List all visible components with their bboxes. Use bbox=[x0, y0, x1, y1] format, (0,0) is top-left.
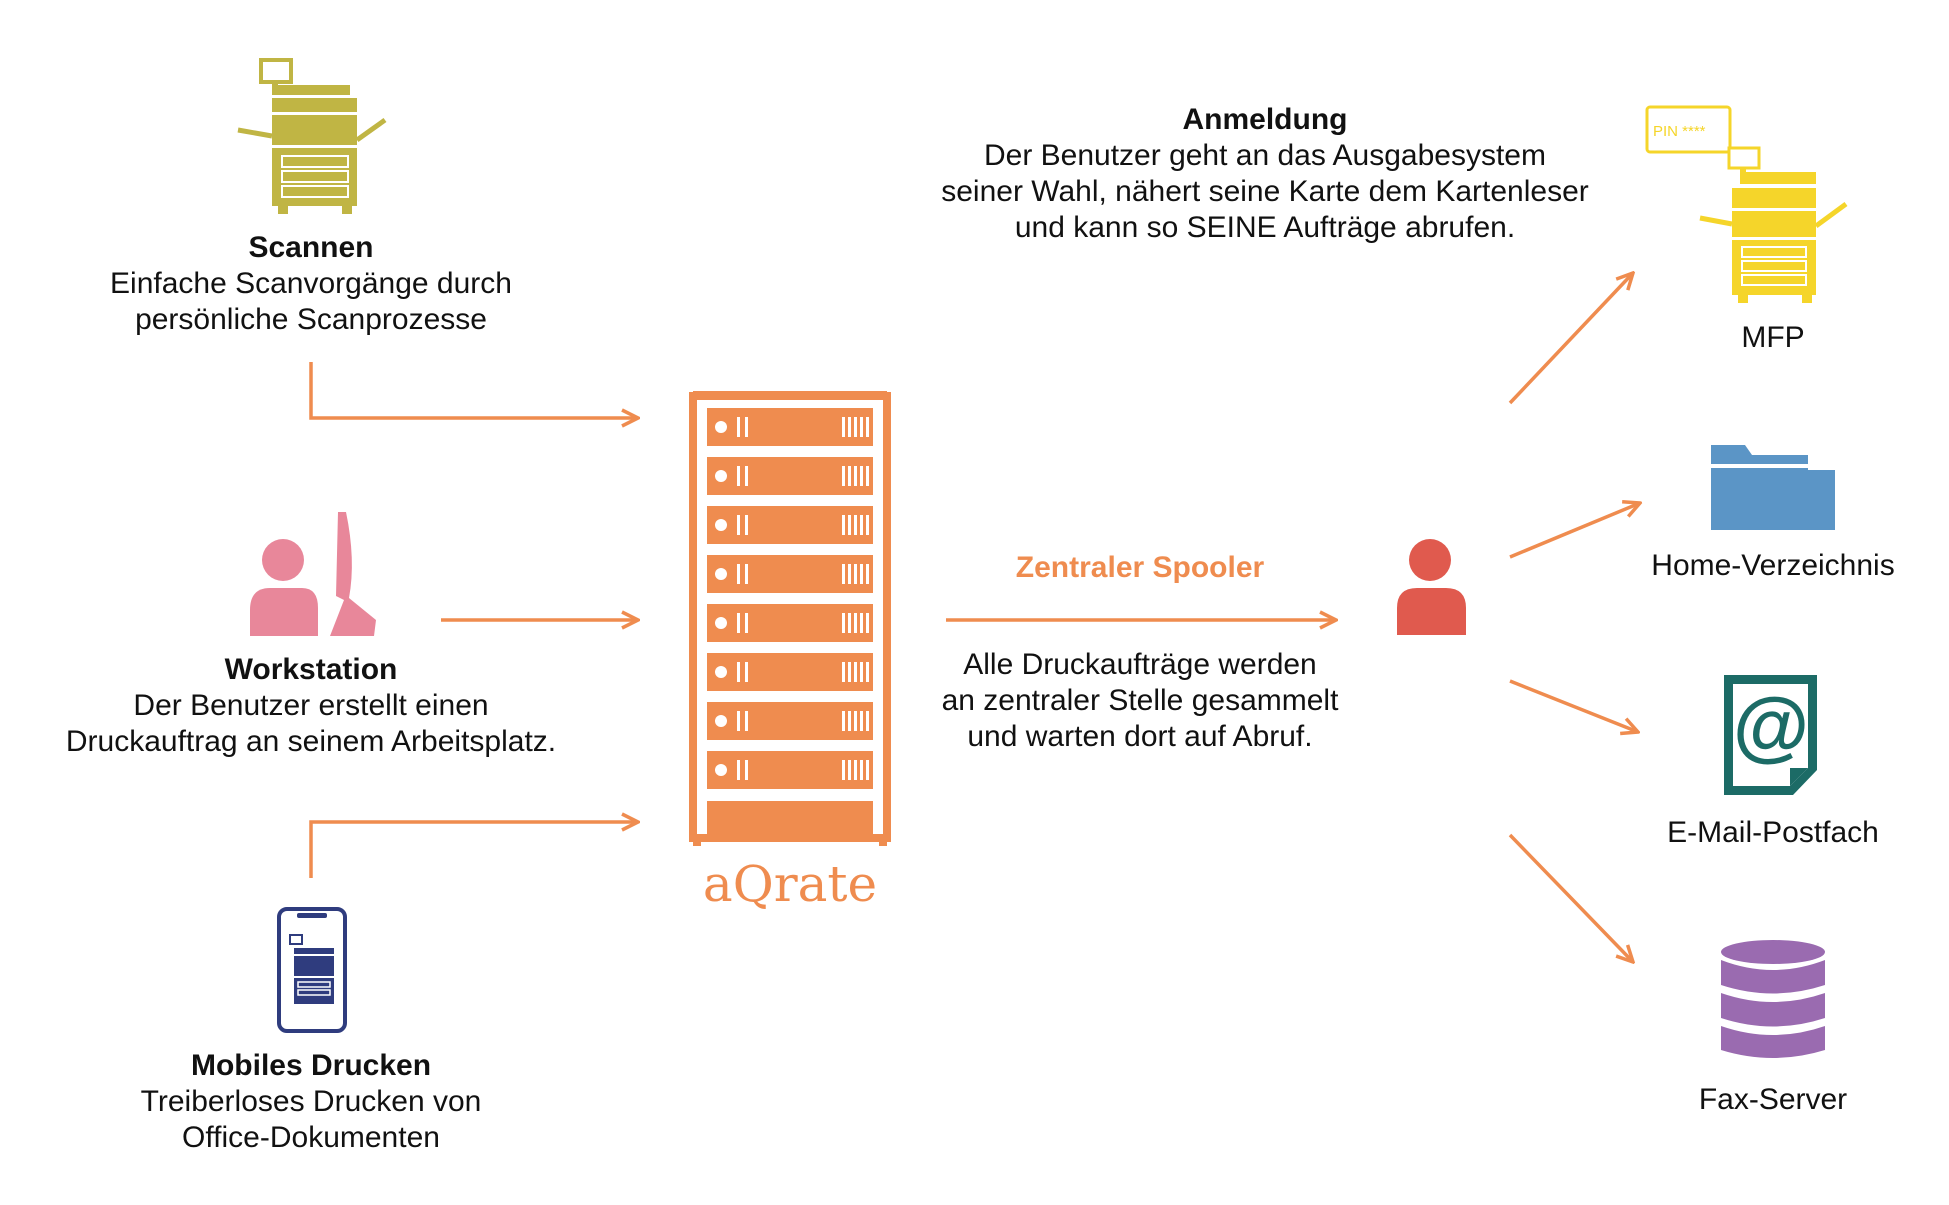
rack-unit bbox=[707, 604, 873, 642]
fax-label: Fax-Server bbox=[1698, 1083, 1848, 1116]
rack-unit bbox=[707, 702, 873, 740]
spooler-block: Alle Druckaufträge werden an zentraler S… bbox=[890, 647, 1390, 755]
arrow-scan-to-server bbox=[309, 362, 638, 418]
mfp-printer-icon: PIN **** bbox=[1645, 105, 1848, 303]
login-line-3: und kann so SEINE Aufträge abrufen. bbox=[1014, 211, 1516, 244]
rack-unit bbox=[707, 751, 873, 789]
login-block: Anmeldung Der Benutzer geht an das Ausga… bbox=[890, 102, 1640, 246]
database-icon bbox=[1721, 940, 1825, 1058]
login-title: Anmeldung bbox=[1182, 103, 1348, 136]
mobile-block: Mobiles Drucken Treiberloses Drucken von… bbox=[81, 1048, 541, 1156]
scanner-printer-icon bbox=[237, 58, 387, 214]
workstation-block: Workstation Der Benutzer erstellt einen … bbox=[41, 652, 581, 760]
mfp-label: MFP bbox=[1741, 321, 1805, 354]
rack-unit bbox=[707, 653, 873, 691]
scan-line-1: Einfache Scanvorgänge durch bbox=[110, 267, 512, 300]
email-label: E-Mail-Postfach bbox=[1667, 816, 1879, 849]
arrow-mobile-to-server bbox=[309, 822, 638, 878]
scan-block: Scannen Einfache Scanvorgänge durch pers… bbox=[61, 230, 561, 338]
at-symbol: @ bbox=[1733, 681, 1809, 769]
arrow-user-to-fax bbox=[1508, 833, 1633, 962]
rack-unit bbox=[707, 555, 873, 593]
mobile-line-2: Office-Dokumenten bbox=[182, 1121, 440, 1154]
mobile-title: Mobiles Drucken bbox=[190, 1049, 432, 1082]
workstation-line-1: Der Benutzer erstellt einen bbox=[133, 689, 489, 722]
rack-unit bbox=[707, 506, 873, 544]
server-rack-icon bbox=[689, 391, 891, 846]
scan-title: Scannen bbox=[248, 231, 374, 264]
pin-label: PIN **** bbox=[1653, 123, 1706, 140]
arrow-user-to-email bbox=[1509, 679, 1638, 732]
rack-unit bbox=[707, 408, 873, 446]
folder-icon bbox=[1711, 445, 1835, 530]
login-line-1: Der Benutzer geht an das Ausgabesystem bbox=[983, 139, 1546, 172]
user-at-monitor-icon bbox=[250, 512, 376, 636]
spooler-line-1: Alle Druckaufträge werden bbox=[963, 648, 1317, 681]
workstation-title: Workstation bbox=[224, 653, 398, 686]
arrow-user-to-mfp bbox=[1508, 273, 1633, 405]
workstation-line-2: Druckauftrag an seinem Arbeitsplatz. bbox=[65, 725, 557, 758]
aqrate-logo: aQrate bbox=[702, 855, 878, 913]
scan-line-2: persönliche Scanprozesse bbox=[135, 303, 487, 336]
rack-unit bbox=[707, 457, 873, 495]
spooler-line-2: an zentraler Stelle gesammelt bbox=[941, 684, 1339, 717]
home-label: Home-Verzeichnis bbox=[1651, 549, 1895, 582]
spooler-title: Zentraler Spooler bbox=[1015, 551, 1265, 584]
email-document-icon: @ bbox=[1724, 675, 1817, 795]
arrow-user-to-home bbox=[1509, 503, 1640, 559]
login-line-2: seiner Wahl, nähert seine Karte dem Kart… bbox=[941, 175, 1589, 208]
mobile-line-1: Treiberloses Drucken von bbox=[140, 1085, 482, 1118]
user-icon bbox=[1397, 539, 1466, 635]
spooler-line-3: und warten dort auf Abruf. bbox=[967, 720, 1313, 753]
smartphone-printer-icon bbox=[277, 907, 347, 1033]
